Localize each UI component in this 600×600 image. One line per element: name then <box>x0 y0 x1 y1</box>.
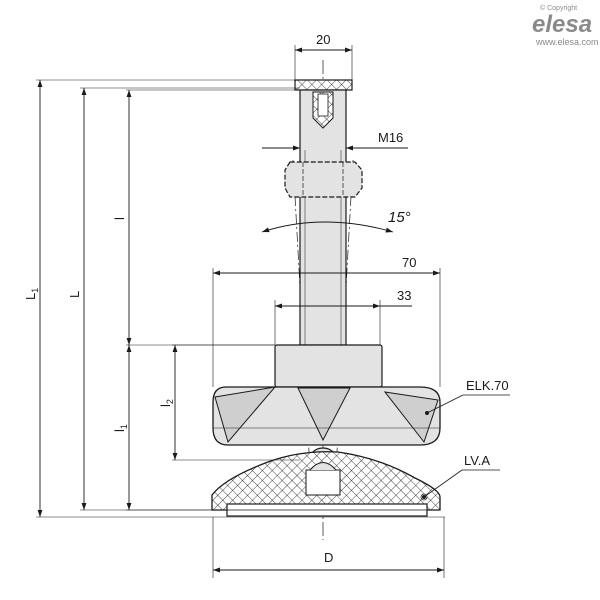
knob-callout: ELK.70 <box>466 378 509 393</box>
svg-text:l1: l1 <box>112 424 129 432</box>
knob-height-label: l2 <box>158 399 175 407</box>
logo-website: www.elesa.com <box>535 37 599 47</box>
leader-lines <box>423 394 510 498</box>
base-height-label: l1 <box>112 424 129 432</box>
base-height-main: l <box>112 429 127 432</box>
knob-hub <box>274 344 383 388</box>
angle-label: 15° <box>388 209 411 226</box>
base-leader-dot <box>422 495 426 499</box>
knob-leader-dot <box>425 411 429 415</box>
dimension-lines <box>37 47 444 573</box>
brand-logo: © Copyright elesa www.elesa.com <box>532 4 599 47</box>
dim-angle-arc <box>261 221 394 233</box>
length-main: L <box>67 291 82 298</box>
stem-head <box>294 79 353 91</box>
extension-lines <box>36 45 445 578</box>
levelling-base <box>211 451 441 517</box>
knob-span-label: 70 <box>402 255 416 270</box>
head-width-label: 20 <box>316 32 330 47</box>
stem-length-main: l <box>112 217 127 220</box>
knob-height-main: l <box>158 404 173 407</box>
lobed-knob <box>212 386 441 446</box>
base-height-sub: 1 <box>119 424 129 429</box>
hub-span-label: 33 <box>397 288 411 303</box>
thread-label: M16 <box>378 130 403 145</box>
overall-length-label: L1 <box>23 288 40 300</box>
base-callout: LV.A <box>464 453 490 468</box>
base-diameter-label: D <box>324 550 333 565</box>
svg-text:L1: L1 <box>23 288 40 300</box>
overall-length-main: L <box>23 293 38 300</box>
threaded-stem <box>299 89 347 346</box>
hex-nut <box>284 161 363 198</box>
svg-text:l2: l2 <box>158 399 175 407</box>
knob-height-sub: 2 <box>165 399 175 404</box>
stem-length-label: l <box>112 217 127 220</box>
overall-length-sub: 1 <box>30 288 40 293</box>
logo-wordmark: elesa <box>532 11 592 38</box>
length-label: L <box>67 291 82 298</box>
copyright-label: © Copyright <box>540 4 577 12</box>
